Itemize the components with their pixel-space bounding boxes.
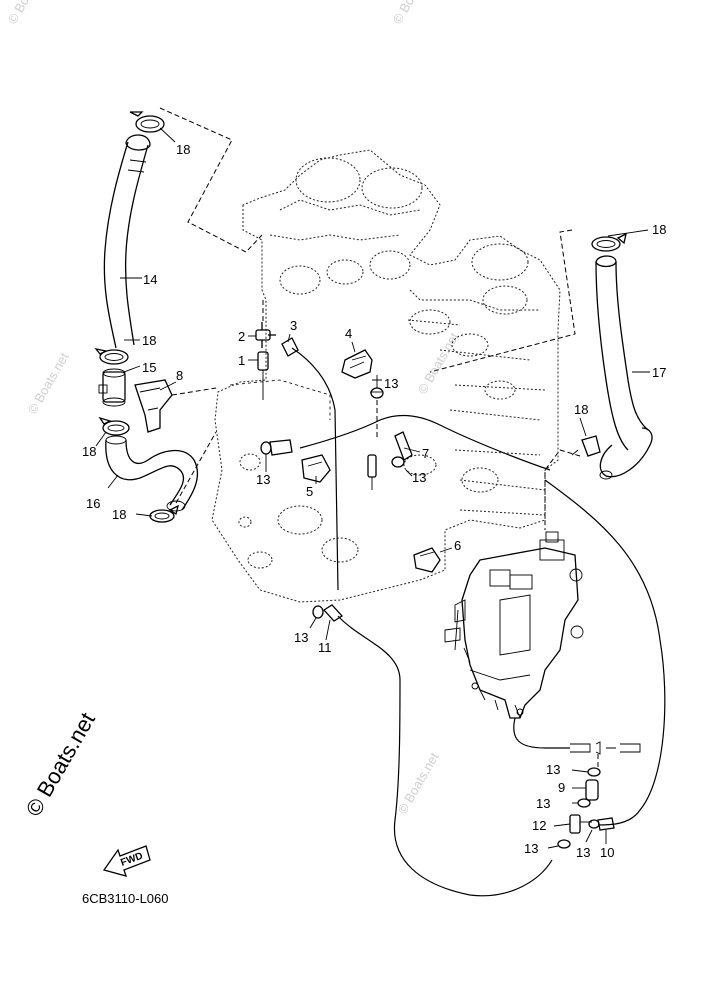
- hose-3: [281, 337, 339, 591]
- callout-9: 9: [558, 780, 565, 795]
- callout-13-near-11: 13: [294, 630, 308, 645]
- callout-11: 11: [318, 640, 332, 655]
- clamp-13-stack-3: [557, 839, 571, 849]
- hose-17: [595, 255, 653, 480]
- callout-13-near-7: 13: [412, 470, 426, 485]
- callout-labels: 18 14 18 15 8 18 16 18 2 1 3 4 13 13 5 7…: [82, 142, 666, 860]
- vapor-separator-assembly: [444, 531, 584, 719]
- clamp-18-top: [129, 111, 165, 133]
- callout-13-near-5: 13: [256, 472, 270, 487]
- clamp-18-right-mid: [571, 435, 601, 457]
- clamp-13-near-5: [260, 439, 293, 456]
- watermark-top-left: © Boats.net: [5, 0, 52, 26]
- clamp-18-bottom: [149, 504, 179, 523]
- fwd-arrow-icon: FWD: [102, 845, 151, 877]
- callout-18-mid-left: 18: [142, 333, 156, 348]
- bracket-8: [134, 379, 173, 433]
- callout-8: 8: [176, 368, 183, 383]
- callout-13-stack-3: 13: [524, 841, 538, 856]
- clamp-18-mid: [94, 348, 129, 365]
- callout-2: 2: [238, 329, 245, 344]
- callout-13-near-4: 13: [384, 376, 398, 391]
- clamp-18-lower: [98, 416, 130, 436]
- connector-near-7: [367, 454, 377, 490]
- clamp-13-stack-2: [577, 798, 591, 808]
- callout-12: 12: [532, 818, 546, 833]
- clip-6: [413, 547, 441, 573]
- fwd-label: FWD: [119, 851, 144, 869]
- drawing-code: 6CB3110-L060: [82, 891, 169, 906]
- leader-lines: [95, 127, 650, 849]
- clamp-13-near-11: [312, 605, 324, 619]
- fitting-lower-separator: [570, 743, 591, 753]
- callout-18-right-mid: 18: [574, 402, 588, 417]
- watermark-left-mid: © Boats.net: [25, 350, 72, 417]
- callout-13-near-10-left: 13: [576, 845, 590, 860]
- callout-3: 3: [290, 318, 297, 333]
- clamp-13-near-4: [370, 375, 384, 399]
- engine-block-outline: [211, 149, 561, 603]
- joint-15: [98, 368, 126, 407]
- hose-9: [585, 779, 599, 801]
- callout-4: 4: [345, 326, 352, 341]
- background-watermarks: © Boats.net © Boats.net © Boats.net © Bo…: [5, 0, 462, 817]
- joint-2: [255, 322, 276, 348]
- callout-16: 16: [86, 496, 100, 511]
- watermark-bottom-center: © Boats.net: [395, 750, 442, 817]
- callout-5: 5: [306, 484, 313, 499]
- hose-14: [103, 134, 151, 349]
- clip-4: [341, 349, 373, 379]
- callout-18-lower-left: 18: [82, 444, 96, 459]
- hose-lower-separator: [513, 717, 570, 749]
- guide-line-17b: [544, 449, 581, 530]
- clamp-13-near-7: [391, 456, 405, 468]
- hose-10: [597, 817, 615, 831]
- joint-lower-separator: [595, 741, 641, 755]
- hose-11: [322, 479, 666, 897]
- clamp-13-stack-1: [587, 767, 601, 777]
- callout-15: 15: [142, 360, 156, 375]
- callout-13-stack-2: 13: [536, 796, 550, 811]
- watermark-top-mid: © Boats.net: [390, 0, 437, 26]
- hose-7: [299, 414, 551, 471]
- callout-18-top-left: 18: [176, 142, 190, 157]
- watermark-main: © Boats.net: [21, 708, 100, 820]
- clip-5: [301, 454, 331, 483]
- callout-13-stack-1: 13: [546, 762, 560, 777]
- hose-16: [105, 435, 199, 512]
- callout-7: 7: [422, 446, 429, 461]
- clamp-13-near-10: [588, 819, 600, 829]
- callout-18-bottom-left: 18: [112, 507, 126, 522]
- clamp-18-right-top: [591, 232, 627, 252]
- callout-14: 14: [143, 272, 157, 287]
- guide-line-16: [171, 387, 217, 504]
- callout-17: 17: [652, 365, 666, 380]
- callout-6: 6: [454, 538, 461, 553]
- hose-1: [257, 351, 269, 400]
- callout-10: 10: [600, 845, 614, 860]
- callout-18-right-top: 18: [652, 222, 666, 237]
- guide-line-14: [159, 107, 263, 253]
- callout-1: 1: [238, 353, 245, 368]
